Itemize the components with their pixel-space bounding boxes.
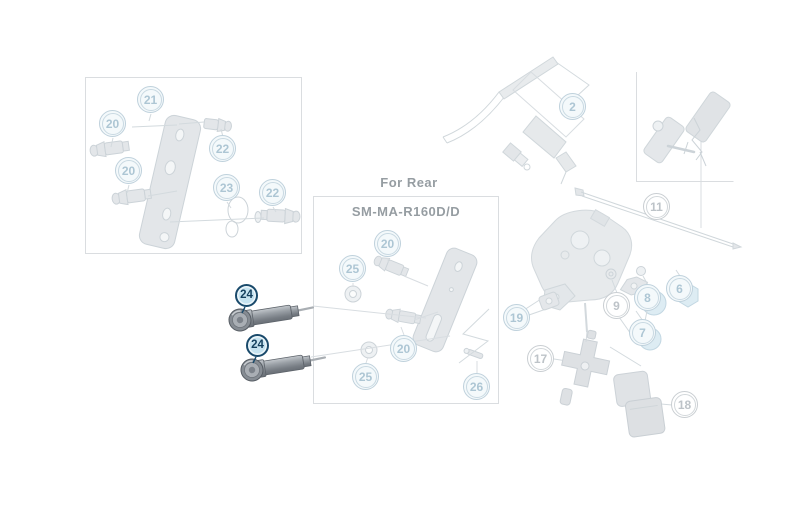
fixing-bolt-24-lower (240, 354, 327, 382)
part-callout-20d[interactable]: 20 (390, 335, 417, 362)
callout-number: 17 (533, 351, 548, 366)
callout-number: 20 (396, 341, 411, 356)
callout-number: 20 (105, 116, 120, 131)
rear-adapter-parts (344, 247, 484, 360)
callout-number: 2 (569, 99, 576, 114)
part-callout-24b[interactable]: 24 (246, 334, 269, 357)
part-callout-20b[interactable]: 20 (115, 157, 142, 184)
part-callout-22b[interactable]: 22 (259, 179, 286, 206)
callout-number: 22 (265, 185, 280, 200)
callout-number: 23 (219, 180, 234, 195)
part-callout-26[interactable]: 26 (463, 373, 490, 400)
part-callout-22a[interactable]: 22 (209, 135, 236, 162)
part-callout-23[interactable]: 23 (213, 174, 240, 201)
part-callout-8[interactable]: 8 (634, 284, 661, 311)
brake-pad-parts (643, 91, 731, 228)
callout-number: 22 (215, 141, 230, 156)
callout-number: 21 (143, 92, 158, 107)
part-callout-2[interactable]: 2 (559, 93, 586, 120)
callout-number: 9 (613, 298, 620, 313)
fixing-bolt-24-upper (228, 304, 315, 332)
pad-spacer-part (559, 329, 611, 406)
callout-number: 19 (509, 310, 524, 325)
callout-number: 26 (469, 379, 484, 394)
model-label: SM-MA-R160D/D (351, 204, 461, 219)
part-callout-17[interactable]: 17 (527, 345, 554, 372)
callout-number: 20 (380, 236, 395, 251)
clamp-part (538, 291, 560, 311)
part-callout-7[interactable]: 7 (629, 319, 656, 346)
callout-number: 20 (121, 163, 136, 178)
part-callout-20c[interactable]: 20 (374, 230, 401, 257)
callout-number: 25 (358, 369, 373, 384)
hose-parts (442, 56, 590, 185)
part-callout-6[interactable]: 6 (666, 275, 693, 302)
callout-number: 24 (251, 338, 264, 351)
inset-box-rear-adapter (313, 196, 499, 404)
caliper-block-part (613, 370, 666, 438)
part-callout-25a[interactable]: 25 (339, 255, 366, 282)
part-callout-11[interactable]: 11 (643, 193, 670, 220)
for-rear-label: For Rear (380, 175, 438, 190)
callout-number: 8 (644, 290, 651, 305)
callout-number: 11 (650, 199, 663, 214)
part-callout-25b[interactable]: 25 (352, 363, 379, 390)
part-callout-19[interactable]: 19 (503, 304, 530, 331)
callout-number: 6 (676, 281, 683, 296)
part-callout-21[interactable]: 21 (137, 86, 164, 113)
callout-number: 18 (677, 397, 692, 412)
part-callout-18[interactable]: 18 (671, 391, 698, 418)
rear-adapter-leader-lines (310, 258, 490, 373)
callout-number: 7 (639, 325, 646, 340)
inset-box-pads (636, 72, 734, 182)
callout-number: 24 (240, 288, 253, 301)
front-adapter-parts (89, 114, 301, 250)
callout-number: 25 (345, 261, 360, 276)
inset-box-front-adapter (85, 77, 302, 254)
part-callout-24a[interactable]: 24 (235, 284, 258, 307)
front-adapter-leader-lines (110, 113, 277, 223)
part-callout-20a[interactable]: 20 (99, 110, 126, 137)
part-callout-9[interactable]: 9 (603, 292, 630, 319)
